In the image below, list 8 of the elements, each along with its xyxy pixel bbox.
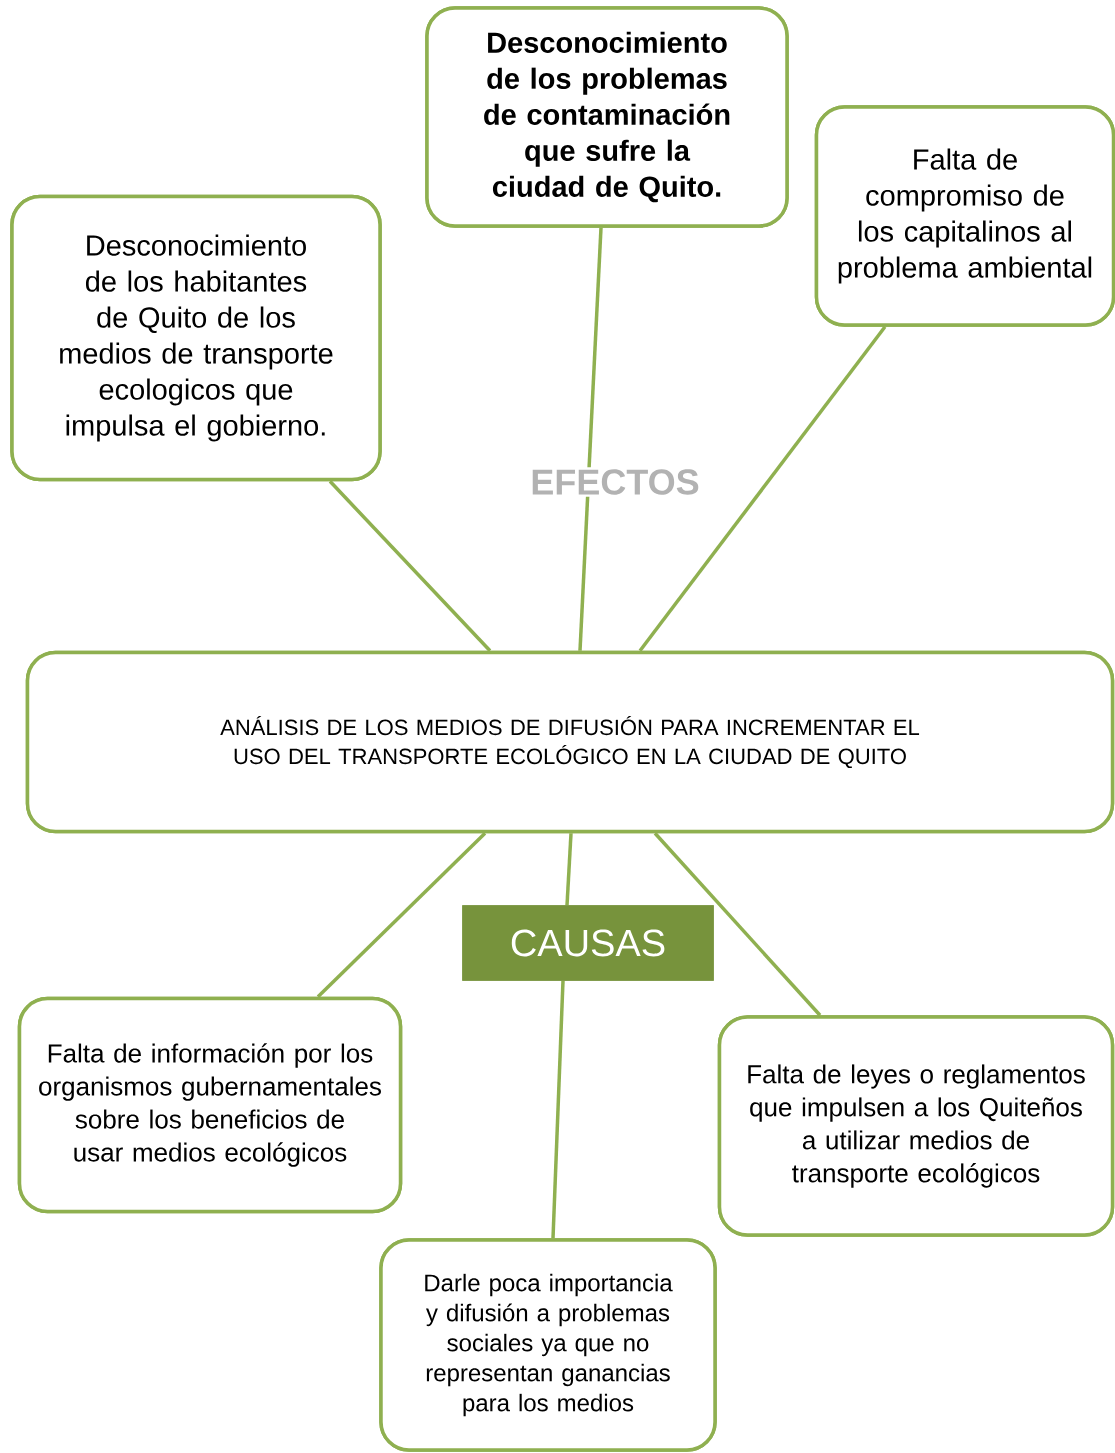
connector-line (638, 325, 887, 652)
connector-line (316, 832, 487, 998)
connector-line (653, 832, 822, 1017)
faint-heading: EFECTOS (528, 467, 702, 497)
connector-line (328, 480, 492, 652)
connector-line (565, 833, 573, 906)
connector-line (551, 980, 565, 1239)
connector-line (578, 227, 603, 651)
